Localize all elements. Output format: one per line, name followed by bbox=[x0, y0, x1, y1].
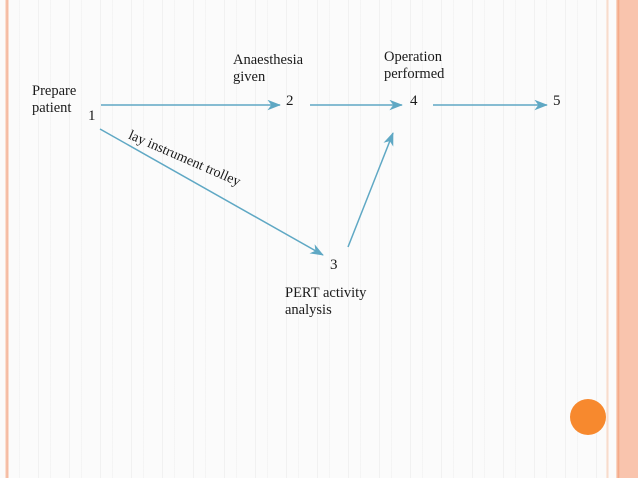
right-thin-stripe bbox=[606, 0, 609, 478]
edge-1-to-3 bbox=[99, 128, 324, 256]
accent-circle-decoration bbox=[570, 399, 606, 435]
node-4: 4 bbox=[410, 93, 418, 109]
node-5: 5 bbox=[553, 93, 561, 109]
node-2: 2 bbox=[286, 93, 294, 109]
activity-label-prepare-patient-line2: patient bbox=[32, 99, 72, 116]
node-3: 3 bbox=[330, 257, 338, 273]
right-accent-line bbox=[616, 0, 620, 478]
diagram-caption-line1: PERT activity bbox=[285, 285, 367, 301]
node-1: 1 bbox=[88, 108, 96, 124]
activity-label-operation-performed-line1: Operation bbox=[384, 49, 442, 65]
activity-label-anaesthesia-given-line2: given bbox=[233, 68, 266, 85]
activity-label-anaesthesia-given-line1: Anaesthesia bbox=[233, 52, 304, 68]
left-edge-stripe bbox=[5, 0, 9, 478]
activity-label-operation-performed-line2: performed bbox=[384, 65, 445, 82]
right-accent-band bbox=[620, 0, 638, 478]
edge-3-to-4 bbox=[347, 132, 394, 248]
diagram-caption-line2: analysis bbox=[285, 301, 332, 318]
activity-label-prepare-patient-line1: Prepare bbox=[32, 83, 77, 99]
